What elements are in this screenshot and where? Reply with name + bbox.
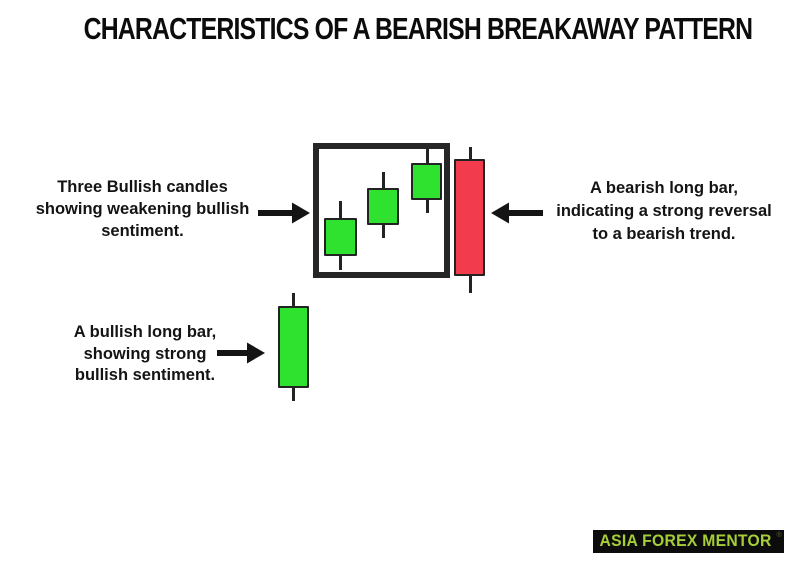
registered-trademark-icon: ® — [776, 532, 782, 539]
annotation-line: indicating a strong reversal — [556, 202, 772, 220]
bearish-long-bar-body — [454, 159, 485, 276]
annotation-line: Three Bullish candles — [57, 178, 228, 196]
arrow-right-icon — [217, 342, 265, 364]
page-title-text: CHARACTERISTICS OF A BEARISH BREAKAWAY P… — [83, 11, 753, 46]
bullish-long-bar-body — [278, 306, 309, 388]
annotation-line: sentiment. — [101, 222, 184, 240]
pattern-highlight-box — [313, 143, 450, 278]
annotation-line: A bullish long bar, — [73, 323, 217, 341]
annotation-line: showing weakening bullish — [35, 200, 250, 218]
annotation-line: bullish sentiment. — [74, 366, 216, 384]
brand-logo-text: ASIA FOREX MENTOR — [599, 532, 772, 550]
brand-logo: ASIA FOREX MENTOR ® — [593, 530, 784, 553]
annotation-line: A bearish long bar, — [590, 179, 738, 197]
page-title: CHARACTERISTICS OF A BEARISH BREAKAWAY P… — [0, 11, 800, 47]
bullish-candle-2-body — [367, 188, 399, 225]
bullish-candle-3-body — [411, 163, 442, 200]
annotation-bullish-candles: Three Bullish candles showing weakening … — [25, 176, 260, 242]
bullish-candle-1-body — [324, 218, 357, 256]
annotation-bearish-bar: A bearish long bar, indicating a strong … — [551, 177, 777, 246]
annotation-bullish-bar: A bullish long bar, showing strong bulli… — [47, 322, 243, 387]
annotation-line: to a bearish trend. — [592, 225, 736, 243]
arrow-left-icon — [491, 202, 543, 224]
annotation-line: showing strong — [83, 344, 207, 363]
arrow-right-icon — [258, 202, 310, 224]
